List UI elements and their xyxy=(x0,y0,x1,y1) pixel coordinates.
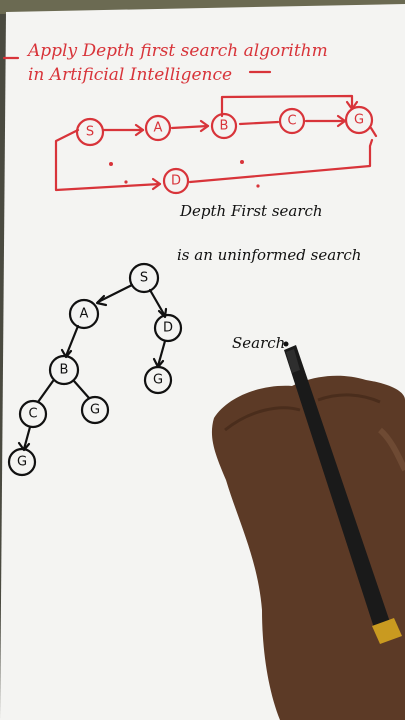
tree-node-c xyxy=(18,399,48,429)
graph-node-a xyxy=(144,114,172,142)
tree-label-g-left: G xyxy=(17,455,27,470)
note-line-2: is an uninformed search xyxy=(177,246,361,264)
graph-label-c: C xyxy=(287,114,296,129)
tree-label-g-middle: G xyxy=(90,403,100,418)
graph-label-b: B xyxy=(220,119,229,134)
graph-label-d: D xyxy=(171,174,181,189)
graph-node-g xyxy=(344,105,374,135)
graph-diagram: S A B C G D xyxy=(54,94,378,195)
title-line-1: Apply Depth first search algorithm xyxy=(26,41,328,61)
graph-label-s: S xyxy=(86,125,94,140)
tree-node-g-right xyxy=(143,365,173,395)
tree-label-g-right: G xyxy=(153,373,163,388)
tree-node-b xyxy=(48,354,80,386)
tree-label-s: S xyxy=(140,271,148,286)
tree-label-b: B xyxy=(60,363,69,378)
tree-label-a: A xyxy=(80,307,89,322)
tree-label-d: D xyxy=(163,321,173,336)
handwritten-word: Search xyxy=(232,334,285,352)
tree-node-g-middle xyxy=(80,395,110,425)
hand-with-pen xyxy=(211,341,405,720)
title-line-2: in Artificial Intelligence xyxy=(28,65,232,85)
tree-node-s xyxy=(128,262,160,294)
search-tree: S A D B G C G G xyxy=(7,262,183,477)
tree-label-c: C xyxy=(28,407,37,422)
graph-node-s xyxy=(75,117,105,147)
tree-node-a xyxy=(68,298,100,330)
tree-node-g-left xyxy=(7,447,37,477)
graph-node-c xyxy=(278,107,306,135)
tree-node-d xyxy=(153,313,183,343)
title-heading: Apply Depth first search algorithm in Ar… xyxy=(2,41,328,85)
graph-label-g: G xyxy=(354,113,364,128)
graph-node-d xyxy=(162,167,190,195)
definition-note: Depth First search is an uninformed sear… xyxy=(177,202,361,264)
graph-node-b xyxy=(210,112,238,140)
note-line-1: Depth First search xyxy=(179,202,323,220)
graph-label-a: A xyxy=(154,121,163,136)
